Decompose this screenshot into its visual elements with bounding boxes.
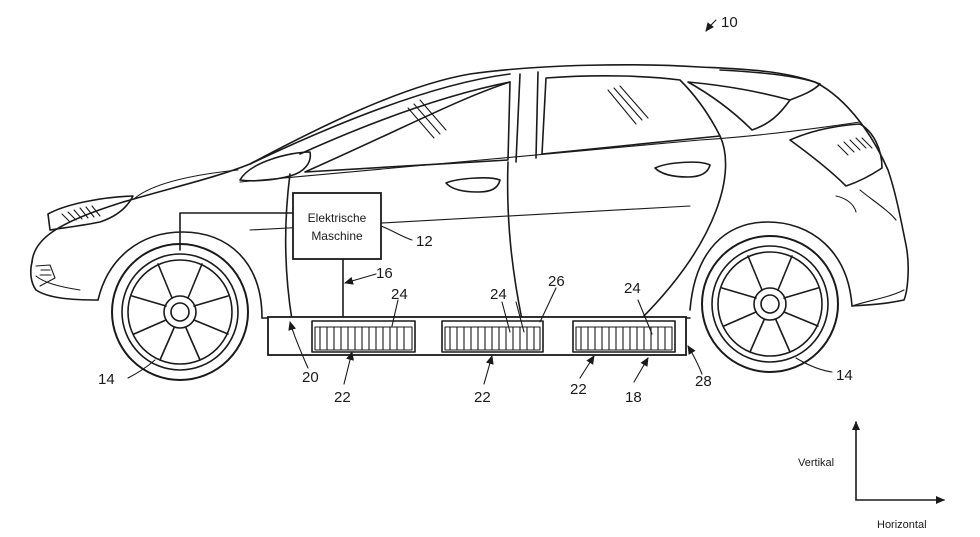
ref-machine: 12 (416, 233, 433, 250)
electric-machine: Elektrische Maschine (293, 193, 381, 259)
machine-label-line2: Maschine (311, 229, 363, 243)
ref-module-3: 22 (570, 381, 587, 398)
ref-wheel-front: 14 (98, 371, 115, 388)
front-wheel (112, 244, 248, 380)
ref-pack: 18 (625, 389, 642, 406)
machine-to-wheel-line (180, 213, 293, 250)
ref-cell-2: 24 (490, 286, 507, 303)
rear-wheel (702, 236, 838, 372)
ref-module-1: 22 (334, 389, 351, 406)
car-body (31, 65, 908, 320)
ref-cell-1: 24 (391, 286, 408, 303)
ref-vehicle: 10 (721, 14, 738, 31)
ref-cell-3: 24 (624, 280, 641, 297)
horizontal-axis-label: Horizontal (877, 519, 927, 531)
battery-pack (268, 317, 686, 355)
ref-28: 28 (695, 373, 712, 390)
vertical-axis-label: Vertikal (798, 457, 834, 469)
ref-line-16: 16 (376, 265, 393, 282)
machine-label-line1: Elektrische (308, 211, 367, 225)
orientation-axes: Vertikal Horizontal (798, 422, 944, 531)
ref-20: 20 (302, 369, 319, 386)
ref-wheel-rear: 14 (836, 367, 853, 384)
ref-26: 26 (548, 273, 565, 290)
ref-module-2: 22 (474, 389, 491, 406)
